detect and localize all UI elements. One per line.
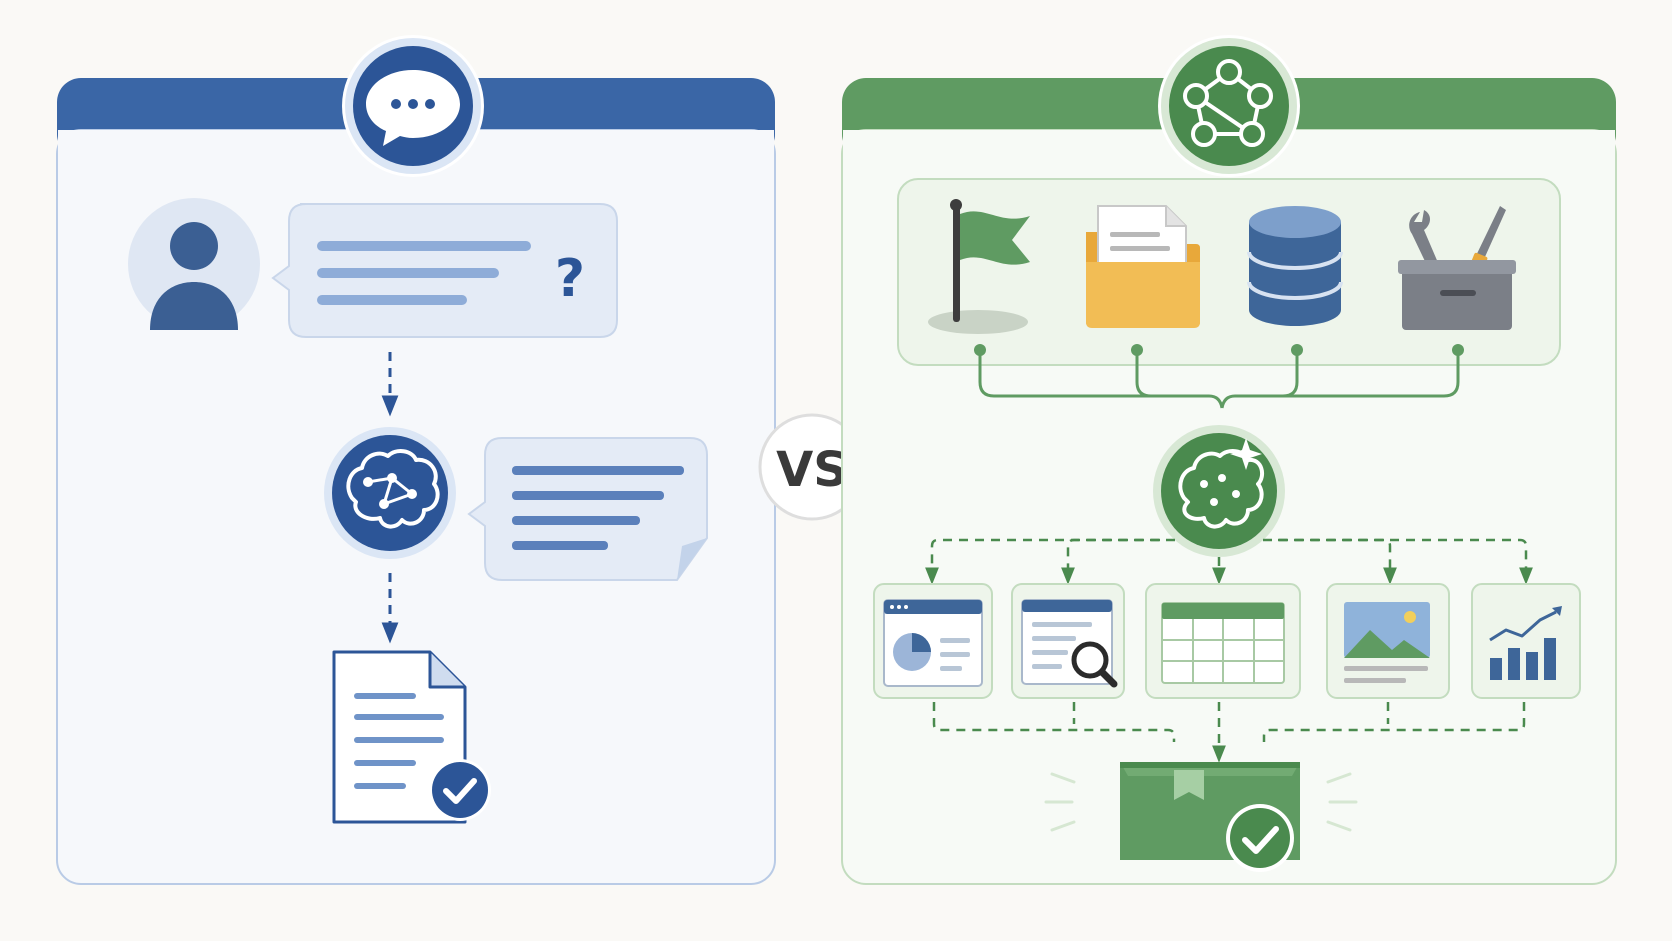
toolbox-icon	[1398, 206, 1516, 330]
vs-label: VS	[776, 442, 848, 498]
check-badge-icon	[429, 759, 491, 821]
image-icon	[1344, 602, 1430, 683]
brain-network-icon	[324, 427, 456, 559]
answer-note-icon	[467, 437, 708, 581]
output-search-card	[1011, 583, 1125, 699]
connector-dots	[974, 344, 1464, 356]
chat-bubble-icon	[342, 35, 484, 177]
package-check-icon	[1044, 762, 1358, 872]
workflow-network-icon	[1158, 35, 1300, 177]
merge-arrows	[932, 702, 1526, 763]
question-mark-icon: ?	[555, 249, 585, 309]
output-chart-card	[1471, 583, 1581, 699]
left-panel: ?	[56, 35, 776, 885]
output-dashboard-card	[873, 583, 993, 699]
folder-icon	[1086, 205, 1200, 328]
input-connectors	[978, 350, 1460, 409]
search-doc-icon	[1021, 599, 1118, 688]
inputs-box	[897, 178, 1561, 366]
flag-icon	[928, 199, 1030, 334]
output-table-card	[1145, 583, 1301, 699]
output-image-card	[1326, 583, 1450, 699]
vs-badge: VS	[758, 413, 866, 521]
brain-sparkle-icon	[1153, 425, 1285, 557]
user-avatar-icon	[128, 198, 260, 330]
pie-window-icon	[883, 599, 983, 687]
bar-chart-icon	[1489, 606, 1562, 680]
database-icon	[1247, 206, 1343, 326]
right-panel	[841, 35, 1617, 885]
table-icon	[1161, 602, 1285, 684]
question-bubble: ?	[271, 203, 618, 338]
output-arrows	[925, 538, 1533, 585]
